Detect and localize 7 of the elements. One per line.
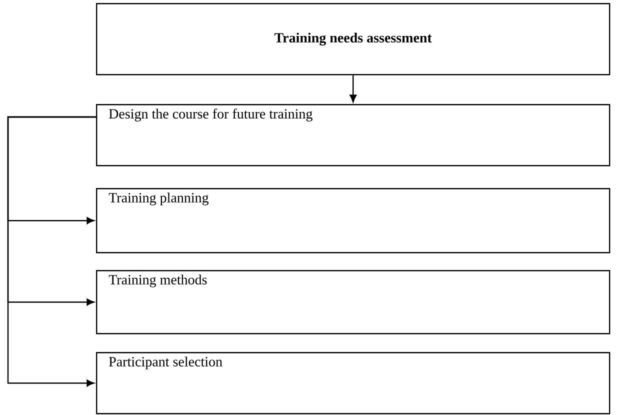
heading-box: Training needs assessment	[96, 3, 610, 76]
process-box: Training methods	[96, 270, 610, 334]
process-box: Participant selection	[96, 352, 610, 414]
process-box: Design the course for future training	[96, 104, 610, 166]
arrow	[7, 116, 96, 387]
process-box: Training planning	[96, 188, 610, 254]
arrow	[350, 75, 357, 102]
